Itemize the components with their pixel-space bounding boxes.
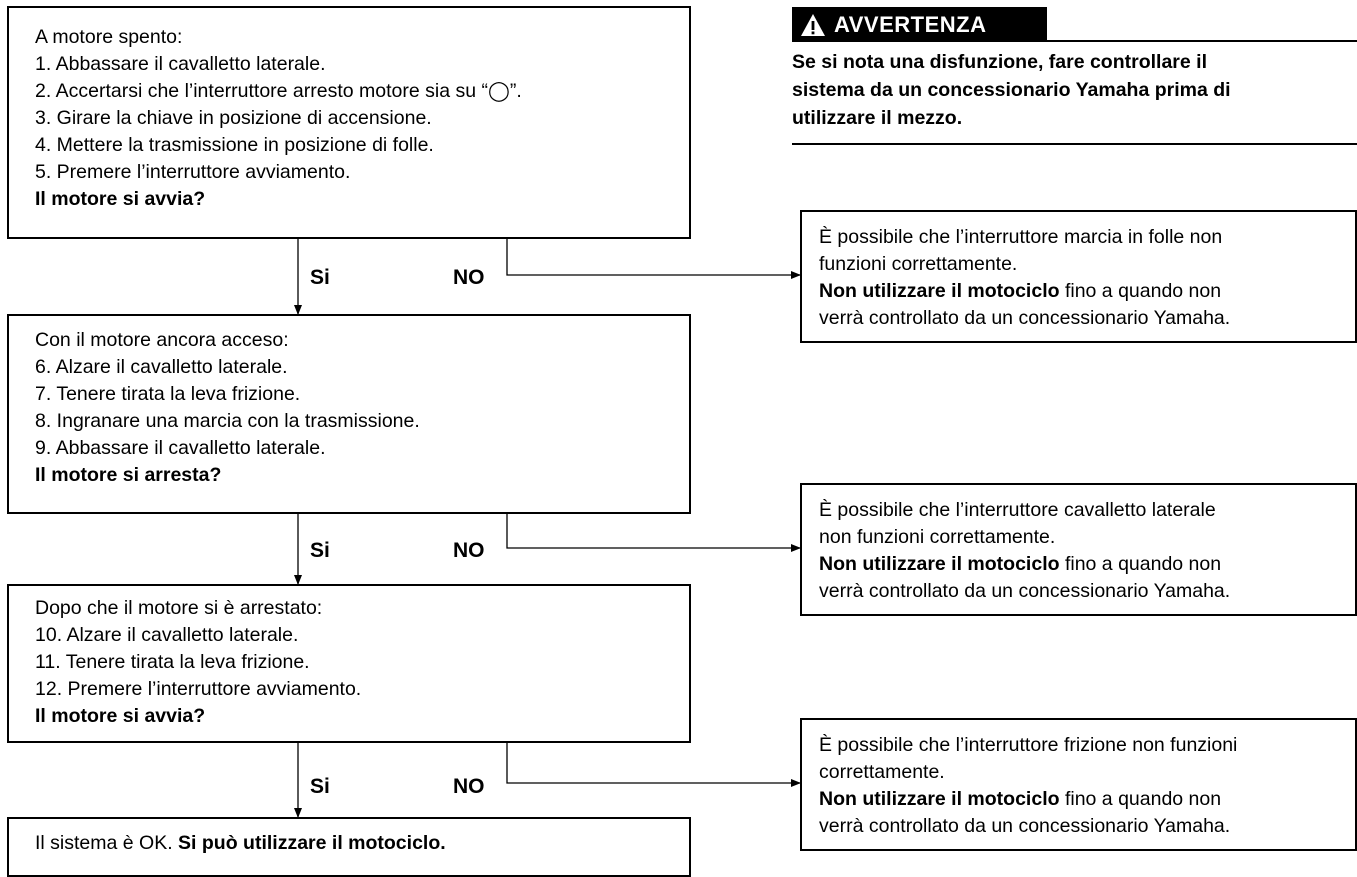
no-label-1: NO <box>453 266 485 289</box>
fault-2-action-bold: Non utilizzare il motociclo <box>819 553 1060 575</box>
fault-1-action: Non utilizzare il motociclo fino a quand… <box>819 278 1355 305</box>
fault-box-2: È possibile che l’interruttore cavallett… <box>800 483 1357 616</box>
step-2-line-0: Con il motore ancora acceso: <box>35 329 289 351</box>
yes-label-2: Si <box>310 539 330 562</box>
fault-1-line-0: È possibile che l’interruttore marcia in… <box>819 226 1223 248</box>
step-3-line-2: 11. Tenere tirata la leva frizione. <box>35 651 310 673</box>
step-1-line-5: 5. Premere l’interruttore avviamento. <box>35 161 351 183</box>
step-box-3: Dopo che il motore si è arrestato: 10. A… <box>7 584 691 743</box>
step-3-line-3: 12. Premere l’interruttore avviamento. <box>35 678 362 700</box>
fault-1-action-bold: Non utilizzare il motociclo <box>819 280 1060 302</box>
fault-3-line-1: correttamente. <box>819 761 945 783</box>
warning-line-0: Se si nota una disfunzione, fare control… <box>792 51 1207 73</box>
warning-rule-top <box>1047 40 1357 42</box>
step-1-line-0: A motore spento: <box>35 26 183 48</box>
final-bold: Si può utilizzare il motociclo. <box>178 832 446 854</box>
step-2-line-3: 8. Ingranare una marcia con la trasmissi… <box>35 410 420 432</box>
step-1-line-3: 3. Girare la chiave in posizione di acce… <box>35 107 432 129</box>
step-2-line-2: 7. Tenere tirata la leva frizione. <box>35 383 301 405</box>
fault-3-action-bold: Non utilizzare il motociclo <box>819 788 1060 810</box>
fault-3-action-rest: fino a quando non <box>1059 788 1222 810</box>
step-2-line-4: 9. Abbassare il cavalletto laterale. <box>35 437 326 459</box>
fault-3-line-0: È possibile che l’interruttore frizione … <box>819 734 1238 756</box>
fault-1-last-line: verrà controllato da un concessionario Y… <box>819 307 1231 329</box>
warning-title: AVVERTENZA <box>834 11 987 37</box>
step-1-line-4: 4. Mettere la trasmissione in posizione … <box>35 134 434 156</box>
fault-2-line-0: È possibile che l’interruttore cavallett… <box>819 499 1216 521</box>
step-2-line-1: 6. Alzare il cavalletto laterale. <box>35 356 288 378</box>
no-label-3: NO <box>453 775 485 798</box>
step-2-question: Il motore si arresta? <box>35 464 222 486</box>
fault-3-action: Non utilizzare il motociclo fino a quand… <box>819 786 1355 813</box>
warning-badge: AVVERTENZA <box>792 7 1047 42</box>
fault-box-3: È possibile che l’interruttore frizione … <box>800 718 1357 851</box>
fault-2-line-1: non funzioni correttamente. <box>819 526 1056 548</box>
step-1-line-2: 2. Accertarsi che l’interruttore arresto… <box>35 80 522 102</box>
fault-box-1: È possibile che l’interruttore marcia in… <box>800 210 1357 343</box>
no-label-2: NO <box>453 539 485 562</box>
fault-3-last-line: verrà controllato da un concessionario Y… <box>819 815 1231 837</box>
yes-label-3: Si <box>310 775 330 798</box>
warning-line-1: sistema da un concessionario Yamaha prim… <box>792 79 1231 101</box>
step-3-line-0: Dopo che il motore si è arrestato: <box>35 597 323 619</box>
warning-line-2: utilizzare il mezzo. <box>792 107 963 129</box>
fault-2-action-rest: fino a quando non <box>1059 553 1222 575</box>
no-connector-1 <box>506 238 801 279</box>
fault-1-action-rest: fino a quando non <box>1059 280 1222 302</box>
fault-2-last-line: verrà controllato da un concessionario Y… <box>819 580 1231 602</box>
step-1-line-1: 1. Abbassare il cavalletto laterale. <box>35 53 326 75</box>
final-text: Il sistema è OK. Si può utilizzare il mo… <box>35 830 689 857</box>
no-connector-3 <box>506 742 801 787</box>
step-3-line-1: 10. Alzare il cavalletto laterale. <box>35 624 299 646</box>
warning-rule-bottom <box>792 143 1357 145</box>
step-box-2: Con il motore ancora acceso: 6. Alzare i… <box>7 314 691 514</box>
step-box-1: A motore spento: 1. Abbassare il cavalle… <box>7 6 691 239</box>
step-3-question: Il motore si avvia? <box>35 705 206 727</box>
final-box: Il sistema è OK. Si può utilizzare il mo… <box>7 817 691 877</box>
fault-1-line-1: funzioni correttamente. <box>819 253 1018 275</box>
step-1-question: Il motore si avvia? <box>35 188 206 210</box>
warning-body: Se si nota una disfunzione, fare control… <box>792 48 1357 132</box>
final-prefix: Il sistema è OK. <box>35 832 179 854</box>
fault-2-action: Non utilizzare il motociclo fino a quand… <box>819 551 1355 578</box>
warning-triangle-icon <box>801 13 825 36</box>
yes-label-1: Si <box>310 266 330 289</box>
no-connector-2 <box>506 513 801 552</box>
